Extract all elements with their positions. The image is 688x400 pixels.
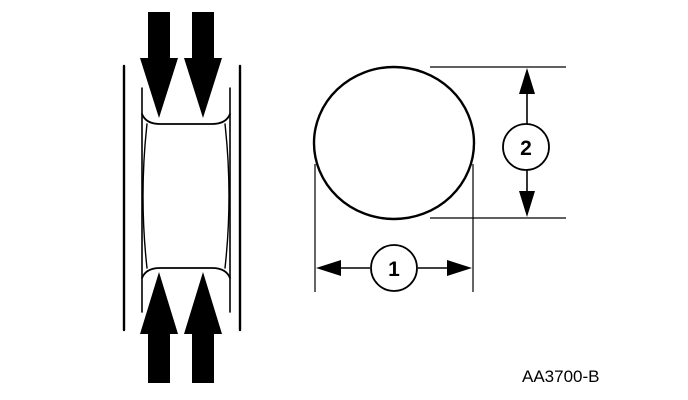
arrowhead-left-icon <box>316 260 341 276</box>
arrow-up-left-icon <box>140 272 178 383</box>
part-end-view <box>312 65 476 221</box>
figure-reference-code: AA3700-B <box>522 367 600 386</box>
dimension-1-width <box>314 164 474 292</box>
body-side-left <box>142 123 148 269</box>
callout-1-label: 1 <box>388 258 400 281</box>
arrowhead-down-icon <box>519 191 535 217</box>
arrow-down-left-icon <box>140 12 178 118</box>
compressed-part-side-view <box>122 64 242 332</box>
callout-2-circle <box>502 123 550 171</box>
end-view-circle <box>312 65 476 221</box>
arrow-up-right-icon <box>184 272 222 383</box>
arrowhead-up-icon <box>519 68 535 94</box>
compression-arrows <box>140 12 222 383</box>
top-contact-edge <box>141 113 231 125</box>
callout-2-label: 2 <box>520 137 532 160</box>
dimension-2-height <box>430 66 566 219</box>
callout-1-circle <box>370 244 418 292</box>
arrowhead-right-icon <box>447 260 472 276</box>
arrow-down-right-icon <box>184 12 222 118</box>
bottom-contact-edge <box>141 267 231 279</box>
body-side-right <box>224 123 230 269</box>
